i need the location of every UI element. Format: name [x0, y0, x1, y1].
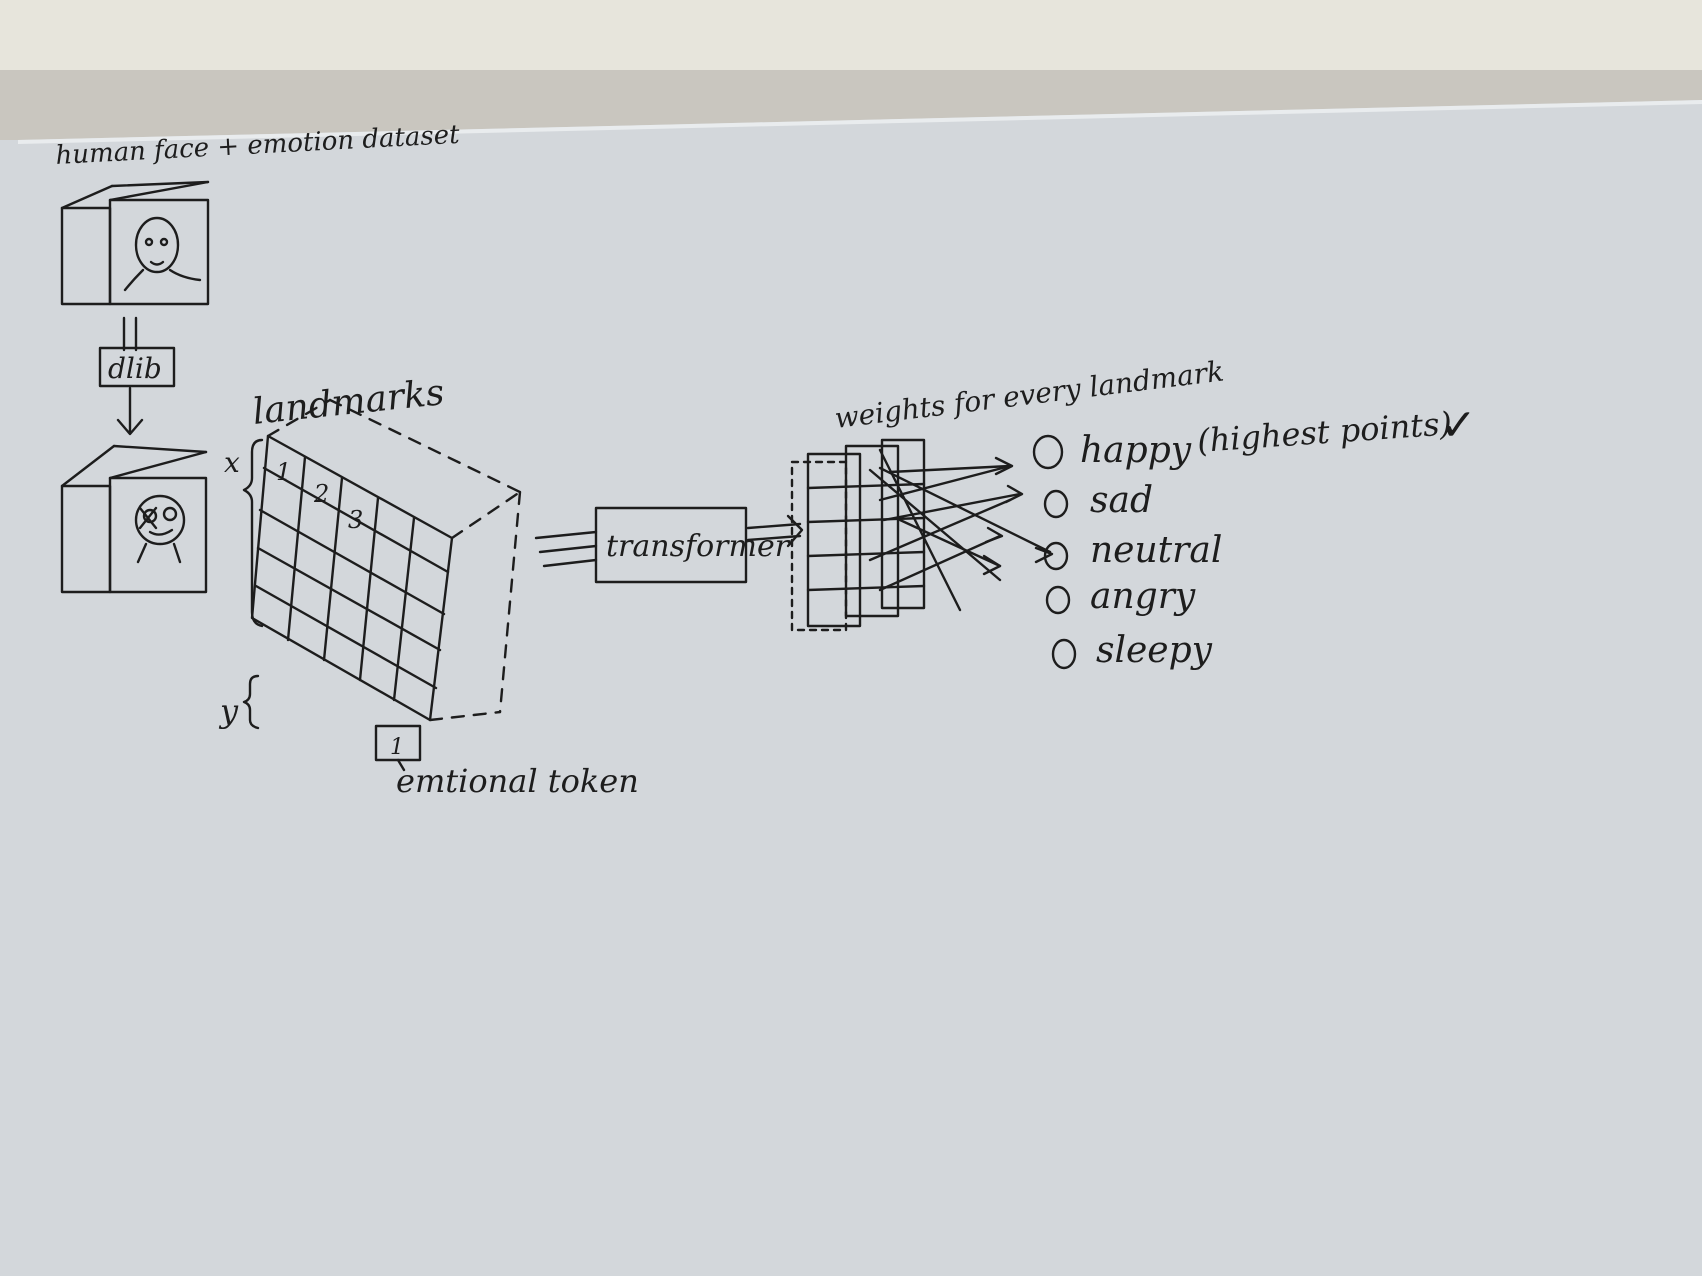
emotion-angry: angry: [1090, 576, 1196, 617]
option-circle-happy[interactable]: [1032, 434, 1064, 470]
token-value: 1: [390, 735, 404, 760]
landmark-cube-dashed: [266, 398, 522, 722]
transformer-box: [594, 506, 748, 584]
weight-layers: [790, 438, 926, 632]
option-circle-sleepy[interactable]: [1051, 638, 1077, 670]
emotion-neutral: neutral: [1090, 530, 1222, 571]
option-circle-angry[interactable]: [1045, 585, 1071, 615]
desk-top-edge: [0, 0, 1702, 70]
transformer-label: transformer: [606, 529, 791, 564]
check-mark: ✓: [1440, 400, 1477, 451]
y-brace: [242, 674, 260, 730]
emotion-sleepy: sleepy: [1096, 630, 1213, 671]
dataset-box: [60, 180, 210, 306]
grid-number-1: 1: [276, 458, 291, 486]
grid-number-3: 3: [348, 506, 363, 534]
face-icon: [123, 216, 202, 292]
emotion-happy: happy: [1080, 430, 1192, 471]
dlib-arrow: [98, 316, 176, 436]
paper-sheet: [0, 100, 1702, 1276]
token-label: emtional token: [396, 762, 639, 800]
grid-number-2: 2: [313, 480, 329, 508]
landmarked-face-icon: [134, 494, 186, 564]
emotion-sad: sad: [1090, 480, 1153, 521]
option-circle-sad[interactable]: [1043, 489, 1069, 519]
axis-y-label: y: [218, 692, 239, 730]
axis-x-label: x: [224, 446, 240, 479]
option-circle-neutral[interactable]: [1043, 541, 1069, 571]
weight-connections: [868, 448, 1054, 612]
x-brace: [242, 438, 264, 628]
landmark-face-box: [60, 444, 208, 594]
dlib-label: dlib: [108, 352, 162, 385]
